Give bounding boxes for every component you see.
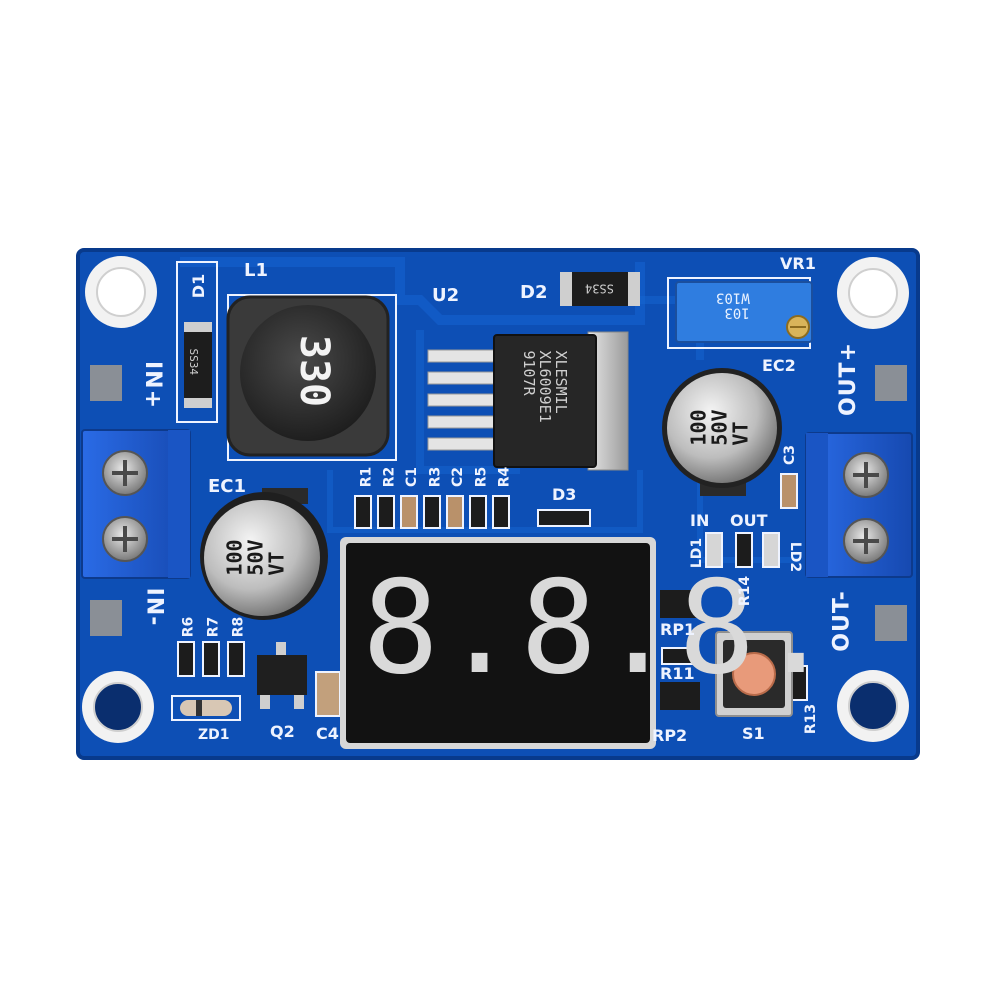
capacitor-ec2 [662, 368, 782, 496]
label-ld1: LD1 [689, 537, 706, 569]
label-c2: C2 [450, 466, 467, 488]
transistor-q2 [257, 642, 307, 709]
label-in-minus: IN- [141, 587, 167, 627]
inductor-marking: 330 [291, 334, 338, 408]
zener-zd1 [171, 695, 241, 721]
label-ec1: EC1 [208, 476, 247, 497]
label-r1: R1 [358, 466, 375, 488]
label-d1: D1 [189, 273, 209, 299]
label-r8: R8 [230, 616, 247, 638]
label-d3: D3 [552, 485, 577, 504]
silk-outline [176, 261, 218, 423]
label-rp2: RP2 [652, 726, 688, 745]
label-r2: R2 [381, 466, 398, 488]
ec2-marking: 100 50V VT [686, 409, 753, 446]
label-c4: C4 [316, 724, 339, 743]
solder-pad [875, 365, 907, 401]
mounting-hole [82, 671, 154, 743]
label-ld2: LD2 [787, 541, 804, 573]
label-in: IN [690, 511, 710, 530]
label-in-plus: IN+ [140, 360, 166, 410]
trimmer-vr1 [675, 281, 813, 343]
mounting-hole [837, 670, 909, 742]
label-s1: S1 [742, 724, 765, 743]
inductor-l1 [226, 295, 390, 457]
capacitor-ec1 [200, 488, 328, 620]
solder-pad [875, 605, 907, 641]
output-terminal-block [805, 432, 913, 578]
label-u2: U2 [432, 285, 460, 306]
label-r6: R6 [180, 616, 197, 638]
label-out-minus: OUT- [829, 590, 855, 652]
label-r3: R3 [427, 466, 444, 488]
label-r4: R4 [496, 466, 513, 488]
label-r13: R13 [803, 703, 820, 735]
mounting-hole [85, 256, 157, 328]
regulator-pins [427, 349, 499, 451]
label-ec2: EC2 [762, 356, 796, 375]
diode-d2 [560, 272, 640, 306]
label-vr1: VR1 [780, 254, 816, 273]
label-r14: R14 [737, 575, 754, 607]
copper-trace [180, 257, 645, 325]
mounting-hole [837, 257, 909, 329]
label-c1: C1 [404, 466, 421, 488]
solder-pad [90, 365, 122, 401]
label-d2: D2 [520, 282, 548, 303]
push-button-s1[interactable] [715, 631, 793, 717]
solder-pad [90, 600, 122, 636]
ec1-marking: 100 50V VT [222, 539, 289, 576]
seven-segment-display [340, 537, 656, 749]
label-zd1: ZD1 [198, 727, 230, 743]
trimmer-marking: 103 W103 [716, 289, 750, 321]
display-digits: 8.8.8. [362, 554, 837, 703]
diode-d2-marking: SS34 [585, 281, 614, 296]
label-r5: R5 [473, 466, 490, 488]
label-q2: Q2 [270, 722, 295, 741]
label-l1: L1 [244, 260, 268, 281]
regulator-marking: XLESMIL XL6009E1 9107R [520, 350, 570, 423]
diode-d1 [184, 322, 212, 408]
copper-trace [327, 470, 643, 533]
label-r11: R11 [660, 664, 695, 683]
diode-d1-marking: SS34 [187, 348, 201, 376]
label-rp1: RP1 [660, 620, 696, 639]
label-out: OUT [730, 511, 768, 530]
resistor-networks [660, 590, 700, 710]
label-r7: R7 [205, 616, 222, 638]
regulator-u2 [493, 331, 629, 471]
label-out-plus: OUT+ [836, 341, 862, 417]
input-terminal-block [81, 429, 191, 579]
label-c3: C3 [782, 444, 799, 466]
